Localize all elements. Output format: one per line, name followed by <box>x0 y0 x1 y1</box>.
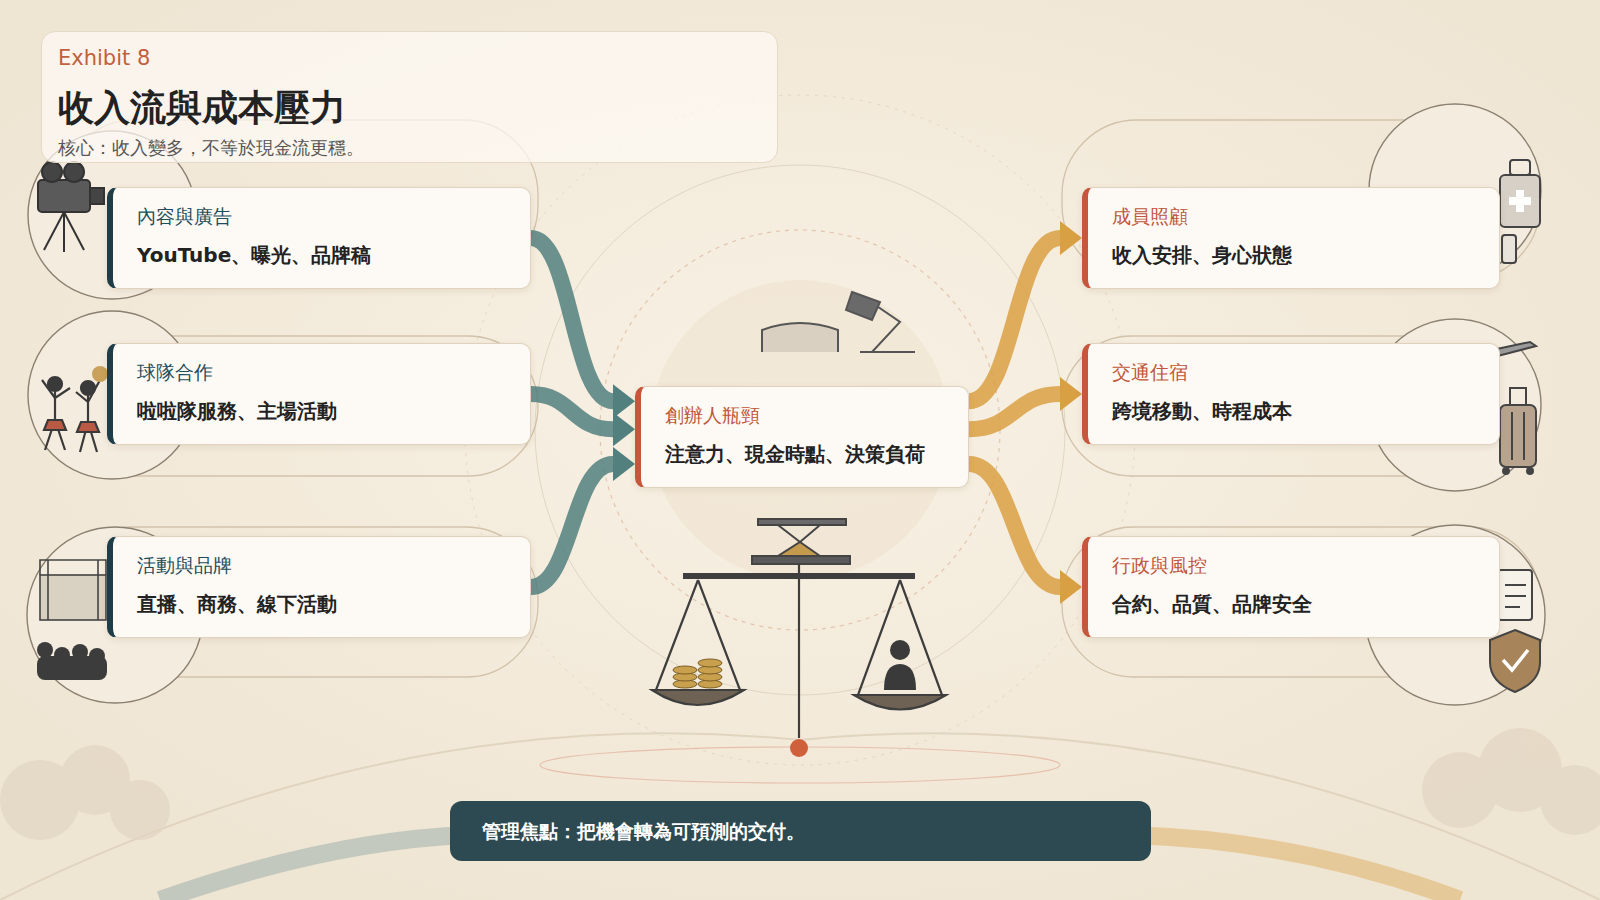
exhibit-label: Exhibit 8 <box>58 46 150 70</box>
focus-bar: 管理焦點：把機會轉為可預測的交付。 <box>450 801 1151 862</box>
node-heading: 管理焦點：把機會轉為可預測的交付。 <box>482 819 1119 844</box>
stream-card: 成員照顧收入安排、身心狀態 <box>1082 187 1500 289</box>
flow-connector <box>531 238 613 401</box>
node-heading: 球隊合作 <box>137 360 510 385</box>
node-heading: 交通住宿 <box>1112 360 1479 385</box>
node-body: YouTube、曝光、品牌稿 <box>137 241 510 270</box>
stream-card: 行政與風控合約、品質、品牌安全 <box>1082 536 1500 638</box>
stream-card: 交通住宿跨境移動、時程成本 <box>1082 343 1500 445</box>
node-heading: 創辦人瓶頸 <box>665 403 948 428</box>
flow-connector <box>531 394 613 429</box>
node-heading: 成員照顧 <box>1112 204 1479 229</box>
center-box: 創辦人瓶頸注意力、現金時點、決策負荷 <box>635 386 969 488</box>
node-body: 跨境移動、時程成本 <box>1112 397 1479 426</box>
node-body: 直播、商務、線下活動 <box>137 590 510 619</box>
node-heading: 活動與品牌 <box>137 553 510 578</box>
caption: 核心：收入變多，不等於現金流更穩。 <box>58 136 364 160</box>
flow-connector <box>531 464 613 587</box>
node-heading: 內容與廣告 <box>137 204 510 229</box>
node-body: 啦啦隊服務、主場活動 <box>137 397 510 426</box>
node-body: 注意力、現金時點、決策負荷 <box>665 440 948 469</box>
stream-card: 球隊合作啦啦隊服務、主場活動 <box>107 343 531 445</box>
flow-connector <box>969 464 1060 587</box>
node-heading: 行政與風控 <box>1112 553 1479 578</box>
node-body: 收入安排、身心狀態 <box>1112 241 1479 270</box>
node-body: 合約、品質、品牌安全 <box>1112 590 1479 619</box>
stream-card: 內容與廣告 YouTube、曝光、品牌稿 <box>107 187 531 289</box>
flow-connector <box>969 394 1060 429</box>
stream-card: 活動與品牌直播、商務、線下活動 <box>107 536 531 638</box>
flow-connector <box>969 238 1060 401</box>
title: 收入流與成本壓力 <box>58 84 346 133</box>
